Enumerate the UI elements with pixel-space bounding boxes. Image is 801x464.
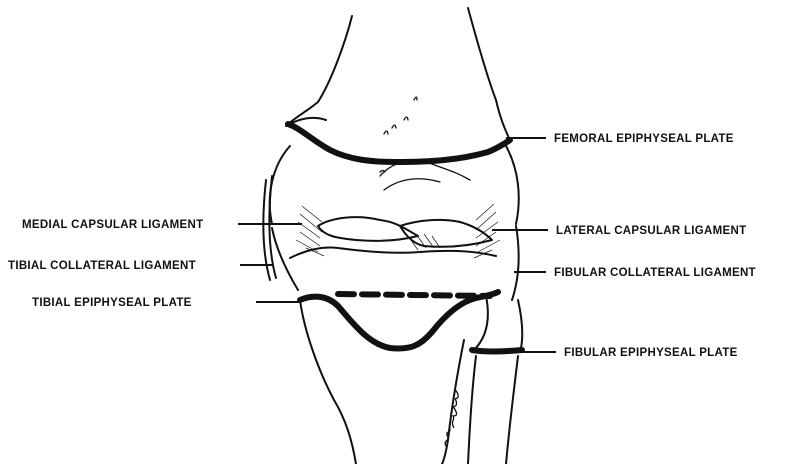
fibula [468, 296, 522, 464]
label-fibular-epiphyseal-plate: FIBULAR EPIPHYSEAL PLATE [564, 347, 738, 359]
label-medial-capsular-ligament: MEDIAL CAPSULAR LIGAMENT [22, 219, 203, 231]
femoral-condyle-outline [270, 146, 519, 224]
tibia-outline [272, 226, 519, 464]
label-femoral-epiphyseal-plate: FEMORAL EPIPHYSEAL PLATE [554, 133, 734, 145]
label-lateral-capsular-ligament: LATERAL CAPSULAR LIGAMENT [556, 225, 746, 237]
tibial-plateau [290, 247, 496, 258]
fibular-epiphyseal-plate [472, 350, 522, 352]
label-tibial-collateral-ligament: TIBIAL COLLATERAL LIGAMENT [8, 260, 196, 272]
label-fibular-collateral-ligament: FIBULAR COLLATERAL LIGAMENT [554, 267, 756, 279]
tibial-epiphyseal-plate-dashed [338, 294, 490, 296]
fibula-head [474, 296, 522, 352]
label-tibial-epiphyseal-plate: TIBIAL EPIPHYSEAL PLATE [32, 297, 192, 309]
femur-outline [286, 8, 510, 140]
fibula-shaft [468, 356, 518, 464]
knee-joint [296, 204, 500, 258]
tibia [263, 176, 518, 464]
femoral-epiphyseal-plate [288, 124, 510, 162]
femur [270, 8, 519, 224]
tibial-epiphyseal-plate [300, 292, 498, 348]
